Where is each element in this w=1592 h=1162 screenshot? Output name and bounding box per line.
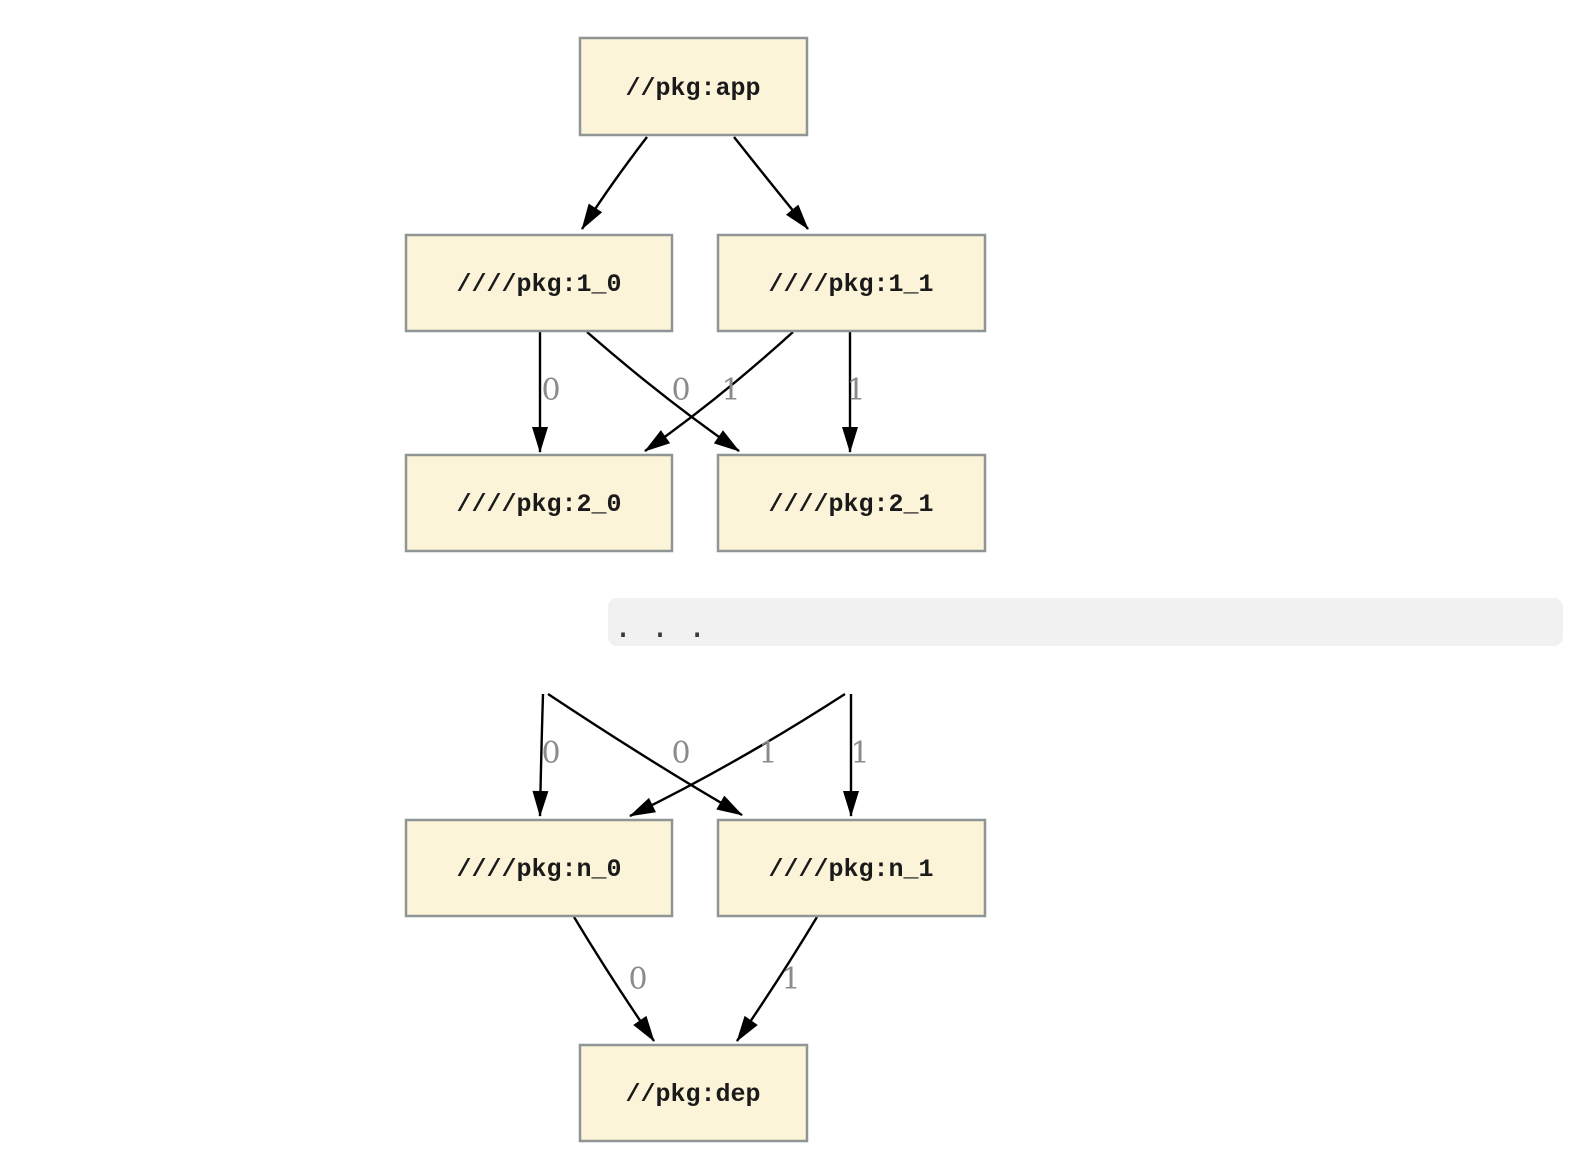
node-pkg-app-label: //pkg:app — [625, 74, 760, 103]
edge-n-1-to-dep — [736, 916, 819, 1042]
node-pkg-1-0-label: ////pkg:1_0 — [456, 270, 621, 299]
node-pkg-1-1-label: ////pkg:1_1 — [768, 270, 933, 299]
edge-label: 0 — [671, 373, 690, 408]
edge-elided-to-n-0-cross — [629, 692, 846, 818]
edge-label: 0 — [541, 373, 560, 408]
node-pkg-2-1: ////pkg:2_1 — [716, 453, 987, 553]
edge-label: 1 — [721, 373, 740, 408]
node-pkg-1-0: ////pkg:1_0 — [404, 233, 674, 333]
edge-elided-to-n-1-cross — [547, 693, 743, 817]
edge-label: 0 — [541, 736, 560, 771]
node-pkg-n-0: ////pkg:n_0 — [404, 818, 674, 918]
node-pkg-n-1: ////pkg:n_1 — [716, 818, 987, 918]
edge-1-1-to-2-0 — [644, 331, 794, 452]
edge-label: 1 — [758, 736, 777, 771]
edge-label: 1 — [846, 373, 865, 408]
node-pkg-dep-label: //pkg:dep — [625, 1080, 760, 1109]
node-pkg-2-0-label: ////pkg:2_0 — [456, 490, 621, 519]
node-pkg-n-0-label: ////pkg:n_0 — [456, 855, 621, 884]
node-pkg-app: //pkg:app — [578, 36, 809, 137]
edge-n-0-to-dep — [572, 916, 655, 1042]
ellipsis-band — [608, 598, 1563, 646]
node-pkg-2-1-label: ////pkg:2_1 — [768, 490, 933, 519]
node-pkg-n-1-label: ////pkg:n_1 — [768, 855, 933, 884]
node-pkg-2-0: ////pkg:2_0 — [404, 453, 674, 553]
node-pkg-dep: //pkg:dep — [578, 1043, 809, 1143]
edge-label: 1 — [850, 736, 869, 771]
edge-label: 0 — [628, 962, 647, 997]
node-pkg-1-1: ////pkg:1_1 — [716, 233, 987, 333]
edge-label: 0 — [671, 736, 690, 771]
ellipsis-label: ... — [614, 610, 725, 645]
edge-1-0-to-2-1 — [586, 331, 740, 452]
edge-app-to-1-1 — [733, 136, 809, 230]
edge-app-to-1-0 — [580, 136, 648, 230]
edge-elided-to-n-0 — [532, 693, 549, 817]
edge-label: 1 — [781, 962, 800, 997]
